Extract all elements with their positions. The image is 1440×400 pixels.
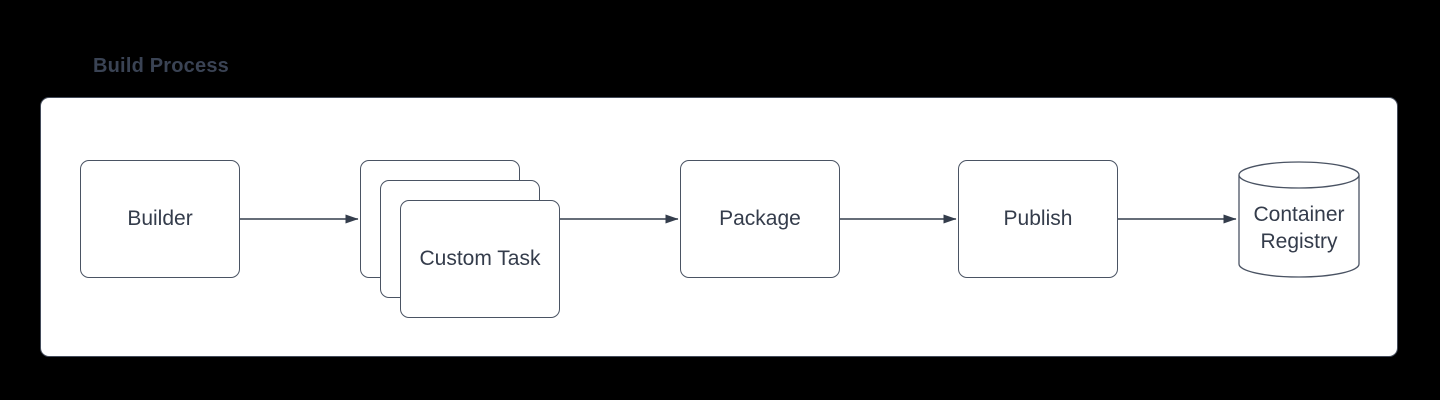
node-builder-label: Builder [127, 207, 193, 230]
diagram-title: Build Process [93, 55, 229, 77]
node-container-registry: Container Registry [1238, 161, 1360, 278]
node-container-registry-label: Container Registry [1253, 202, 1345, 253]
node-publish-label: Publish [1003, 207, 1073, 230]
node-custom-task: Custom Task [400, 200, 560, 318]
cylinder-shape-icon [1238, 161, 1360, 278]
node-package: Package [680, 160, 840, 278]
node-publish: Publish [958, 160, 1118, 278]
node-builder: Builder [80, 160, 240, 278]
node-package-label: Package [719, 207, 801, 230]
node-custom-task-label: Custom Task [419, 247, 541, 270]
